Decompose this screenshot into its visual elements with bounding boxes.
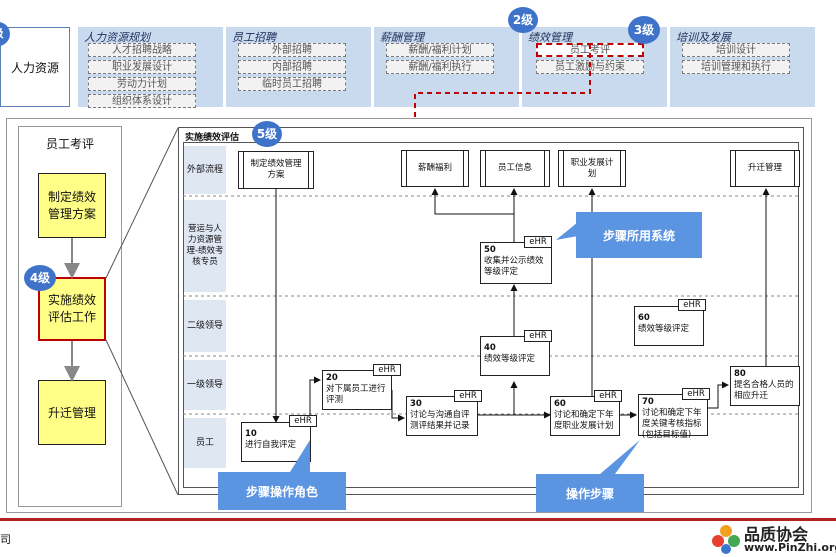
step-80-promotion-nomination[interactable]: 80 提名合格人员的相应升迁 [730,366,800,406]
external-box-label: 升迁管理 [747,163,782,173]
logo-name: 品质协会 [744,525,809,544]
lane-employee: 员工 [184,418,226,468]
category-item[interactable]: 内部招聘 [238,60,346,74]
footer-bar: 司 [0,518,836,557]
step-text: 提名合格人员的相应升迁 [734,380,794,401]
ehr-tag: eHR [682,388,710,400]
category-item[interactable]: 培训管理和执行 [682,60,790,74]
category-item[interactable]: 外部招聘 [238,43,346,57]
step-text: 进行自我评定 [245,440,297,450]
category-training[interactable]: 培训及发展 培训设计 培训管理和执行 [670,27,815,107]
external-box-label: 员工信息 [497,163,532,173]
lane-first-leader: 一级领导 [184,360,226,410]
category-item[interactable]: 组织体系设计 [88,94,196,108]
category-title: 员工招聘 [232,31,276,44]
ehr-tag: eHR [594,390,622,402]
external-career-plan-box[interactable]: 职业发展计划 [558,150,626,187]
lane-hr-specialist: 营运与人力资源管理-绩效考核专员 [184,200,226,292]
logo-url: www.PinZhi.org [744,541,836,554]
external-box-label: 薪酬福利 [417,163,452,173]
callout-role: 步骤操作角色 [218,472,346,510]
category-title: 培训及发展 [676,31,731,44]
level5-badge: 5级 [252,121,282,147]
lane-external-process: 外部流程 [184,146,226,194]
ehr-tag: eHR [524,236,552,248]
level3-badge: 3级 [628,16,660,44]
footer-left-text: 司 [0,533,11,546]
category-item[interactable]: 培训设计 [682,43,790,57]
step-text: 绩效等级评定 [484,354,536,364]
lane-second-leader: 二级领导 [184,300,226,352]
step-text: 收集并公示绩效等级评定 [484,256,544,277]
category-item[interactable]: 人才招聘战略 [88,43,196,57]
category-recruitment[interactable]: 员工招聘 外部招聘 内部招聘 临时员工招聘 [226,27,371,107]
step-text: 绩效等级评定 [638,324,690,334]
category-title: 绩效管理 [528,31,572,44]
category-title: 薪酬管理 [380,31,424,44]
left-step-label: 制定绩效管理方案 [47,189,96,221]
category-item[interactable]: 临时员工招聘 [238,77,346,91]
step-number: 60 [554,399,566,409]
step-number: 50 [484,245,496,255]
step-number: 80 [734,369,746,379]
flow-title: 实施绩效评估 [185,133,240,143]
left-step-plan[interactable]: 制定绩效管理方案 [38,173,106,238]
external-box-label: 职业发展计划 [570,157,614,179]
external-plan-box[interactable]: 制定绩效管理方案 [238,151,314,189]
flower-logo-icon [712,525,740,554]
left-step-label: 升迁管理 [47,406,96,420]
callout-operation: 操作步骤 [536,474,644,512]
external-compensation-box[interactable]: 薪酬福利 [401,150,469,187]
top-level-hierarchy: 人力资源 级 人力资源规划 人才招聘战略 职业发展设计 劳动力计划 组织体系设计… [0,0,836,112]
category-title: 人力资源规划 [84,31,150,44]
level1-badge: 级 [0,22,10,46]
step-text: 讨论和确定下年度职业发展计划 [554,410,614,431]
category-item[interactable]: 薪酬/福利执行 [386,60,494,74]
category-item[interactable]: 薪酬/福利计划 [386,43,494,57]
category-performance[interactable]: 绩效管理 员工考评 员工激励与约束 [522,27,667,107]
step-70-kpi[interactable]: 70 讨论和确定下年度关键考核指标(包括目标值) [638,394,708,440]
step-60-career-plan[interactable]: 60 讨论和确定下年度职业发展计划 [550,396,620,436]
hr-root-box[interactable]: 人力资源 [0,27,70,107]
step-number: 40 [484,343,496,353]
hr-root-label: 人力资源 [10,60,59,75]
left-panel-title: 员工考评 [45,137,94,151]
step-60-grade-assessment-second[interactable]: 60 绩效等级评定 [634,306,704,346]
level4-badge: 4级 [24,265,56,291]
step-number: 30 [410,399,422,409]
step-number: 60 [638,313,650,323]
level2-badge: 2级 [508,7,538,33]
left-step-label: 实施绩效评估工作 [47,293,96,324]
step-number: 20 [326,373,338,383]
callout-system: 步骤所用系统 [576,212,702,258]
ehr-tag: eHR [678,299,706,311]
external-promotion-box[interactable]: 升迁管理 [730,150,800,187]
step-10-self-assessment[interactable]: 10 进行自我评定 [241,422,311,462]
step-40-grade-assessment[interactable]: 40 绩效等级评定 [480,336,550,376]
step-text: 讨论和确定下年度关键考核指标(包括目标值) [642,408,702,440]
category-item[interactable]: 劳动力计划 [88,77,196,91]
step-number: 70 [642,397,654,407]
external-box-label: 制定绩效管理方案 [250,159,302,180]
ehr-tag: eHR [524,330,552,342]
step-50-collect-publish[interactable]: 50 收集并公示绩效等级评定 [480,242,552,284]
step-20-subordinate-evaluation[interactable]: 20 对下属员工进行评测 [322,370,392,410]
footer-logo: 品质协会 www.PinZhi.org [710,519,836,557]
step-number: 10 [245,429,257,439]
step-text: 讨论与沟通自评测评结果并记录 [410,410,470,431]
ehr-tag: eHR [373,364,401,376]
ehr-tag: eHR [454,390,482,402]
left-step-promotion[interactable]: 升迁管理 [38,380,106,445]
step-30-discuss-results[interactable]: 30 讨论与沟通自评测评结果并记录 [406,396,478,436]
external-employee-info-box[interactable]: 员工信息 [480,150,550,187]
category-hr-planning[interactable]: 人力资源规划 人才招聘战略 职业发展设计 劳动力计划 组织体系设计 [78,27,223,108]
ehr-tag: eHR [289,415,317,427]
step-text: 对下属员工进行评测 [326,384,386,405]
red-dashed-connector [414,44,591,118]
category-item[interactable]: 职业发展设计 [88,60,196,74]
